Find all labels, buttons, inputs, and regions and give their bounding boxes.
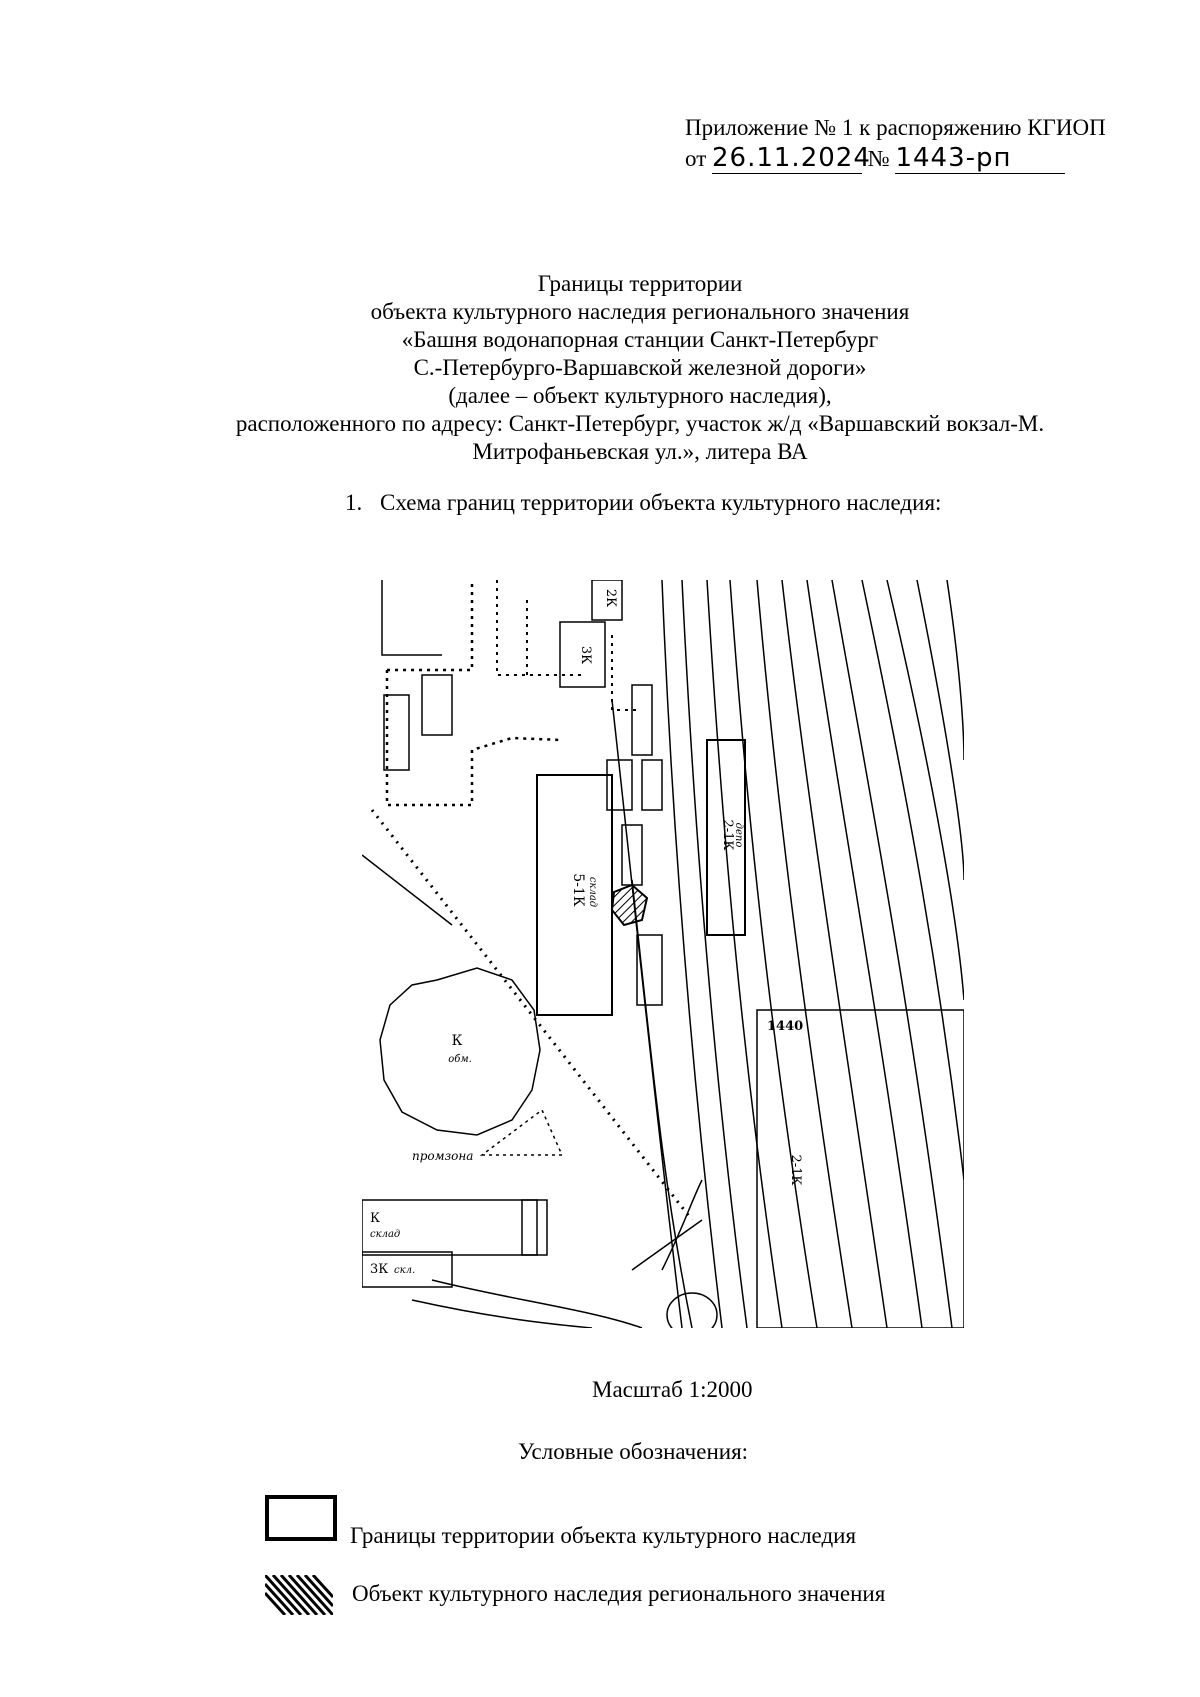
appendix-line: Приложение № 1 к распоряжению КГИОП [685, 115, 1106, 140]
boundary-legend-icon [265, 1495, 337, 1541]
title-line: Митрофаньевская ул.», литера ВА [472, 439, 808, 464]
depot-sublabel: депо [733, 823, 744, 848]
date-value: 26.11.2024 [712, 143, 871, 174]
gas-holder-label: К [452, 1033, 463, 1049]
bottom-k-label: К [370, 1211, 380, 1226]
title-line: расположенного по адресу: Санкт-Петербур… [235, 411, 1045, 436]
title-line: (далее – объект культурного наследия), [448, 383, 832, 408]
document-header: Приложение № 1 к распоряжению КГИОП от 2… [685, 113, 1106, 174]
warehouse-5-label: 5-1К [570, 873, 586, 907]
map-scale: Масштаб 1:2000 [592, 1377, 753, 1402]
depot-label: 2-1К [720, 820, 735, 851]
legend-item-boundary: Границы территории объекта культурного н… [350, 1523, 857, 1548]
title-line: С.-Петербурго-Варшавской железной дороги… [413, 355, 867, 380]
map-drawing: К обм. 5-1К склад 2-1К депо промзона К с… [361, 579, 965, 1338]
top-3k-label: 3К [578, 646, 593, 664]
title-line: объекта культурного наследия регионально… [370, 299, 910, 324]
date-number-line: от 26.11.2024 № 1443-рп [685, 143, 1106, 174]
gas-holder-sublabel: обм. [448, 1054, 472, 1065]
right-2k-label: 2-1К [788, 1155, 803, 1186]
bottom-3k-label: 3К [370, 1262, 388, 1277]
boundary-map: К обм. 5-1К склад 2-1К депо промзона К с… [361, 579, 965, 1338]
bottom-k-sublabel: склад [370, 1229, 400, 1240]
title-line: Границы территории [537, 271, 743, 296]
section-text: Схема границ территории объекта культурн… [380, 490, 942, 515]
date-prefix: от [685, 146, 707, 171]
section-heading: 1. Схема границ территории объекта культ… [345, 490, 941, 516]
legend-item-heritage-object: Объект культурного наследия региональног… [352, 1581, 886, 1606]
document-title: Границы территории объекта культурного н… [190, 270, 1090, 466]
number-value: 1443-рп [895, 143, 1066, 174]
title-line: «Башня водонапорная станции Санкт-Петерб… [401, 327, 879, 352]
hatch-legend-icon [265, 1575, 333, 1615]
legend-title: Условные обозначения: [518, 1439, 749, 1464]
number-1440-label: 1440 [767, 1019, 803, 1034]
warehouse-5-sublabel: склад [587, 877, 598, 907]
bottom-3k-sublabel: скл. [394, 1265, 415, 1276]
number-prefix: № [867, 146, 890, 171]
section-number: 1. [345, 490, 363, 515]
top-2k-label: 2К [603, 589, 618, 607]
promzona-label: промзона [412, 1149, 473, 1163]
